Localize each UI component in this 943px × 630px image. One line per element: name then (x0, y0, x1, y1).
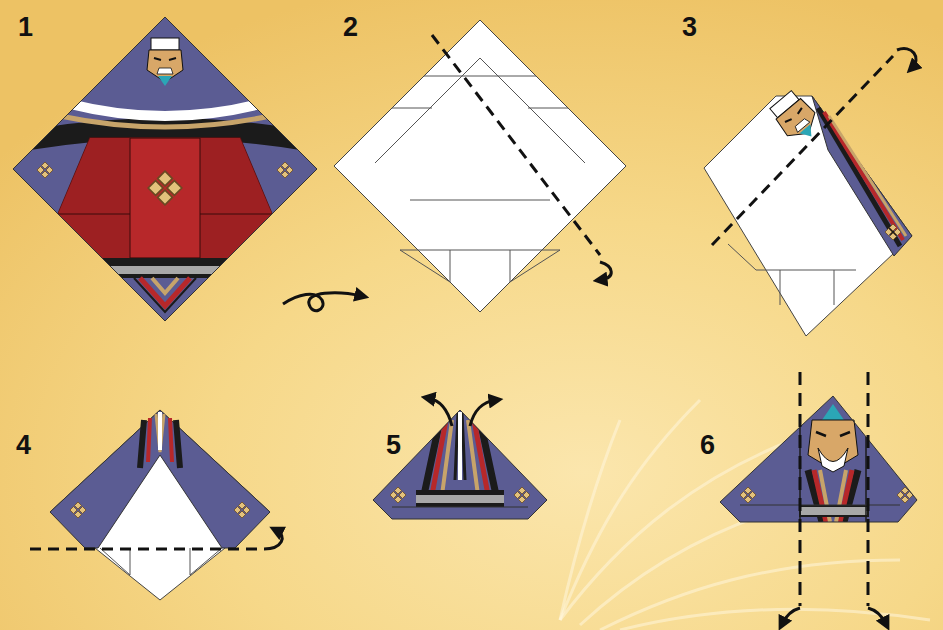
step6-figure (715, 390, 925, 530)
turn-over-arrow (283, 293, 362, 311)
step-number: 6 (700, 432, 715, 459)
step-number: 2 (343, 14, 358, 41)
step-number: 1 (18, 14, 33, 41)
step-number: 5 (386, 432, 401, 459)
step5-figure (370, 405, 550, 525)
step2-figure (334, 20, 626, 312)
step5-outline (373, 410, 547, 519)
fold-arrow (428, 398, 452, 426)
step-number: 3 (682, 14, 697, 41)
step1-outline (13, 17, 317, 321)
step6-face (808, 404, 858, 472)
step-number: 4 (16, 432, 31, 459)
step6-outline (720, 396, 917, 522)
step3-figure (704, 49, 916, 336)
step4-figure (30, 410, 282, 600)
fold-arrow (470, 400, 496, 426)
step1-figure (0, 0, 330, 330)
valley-fold-lines (782, 372, 886, 624)
